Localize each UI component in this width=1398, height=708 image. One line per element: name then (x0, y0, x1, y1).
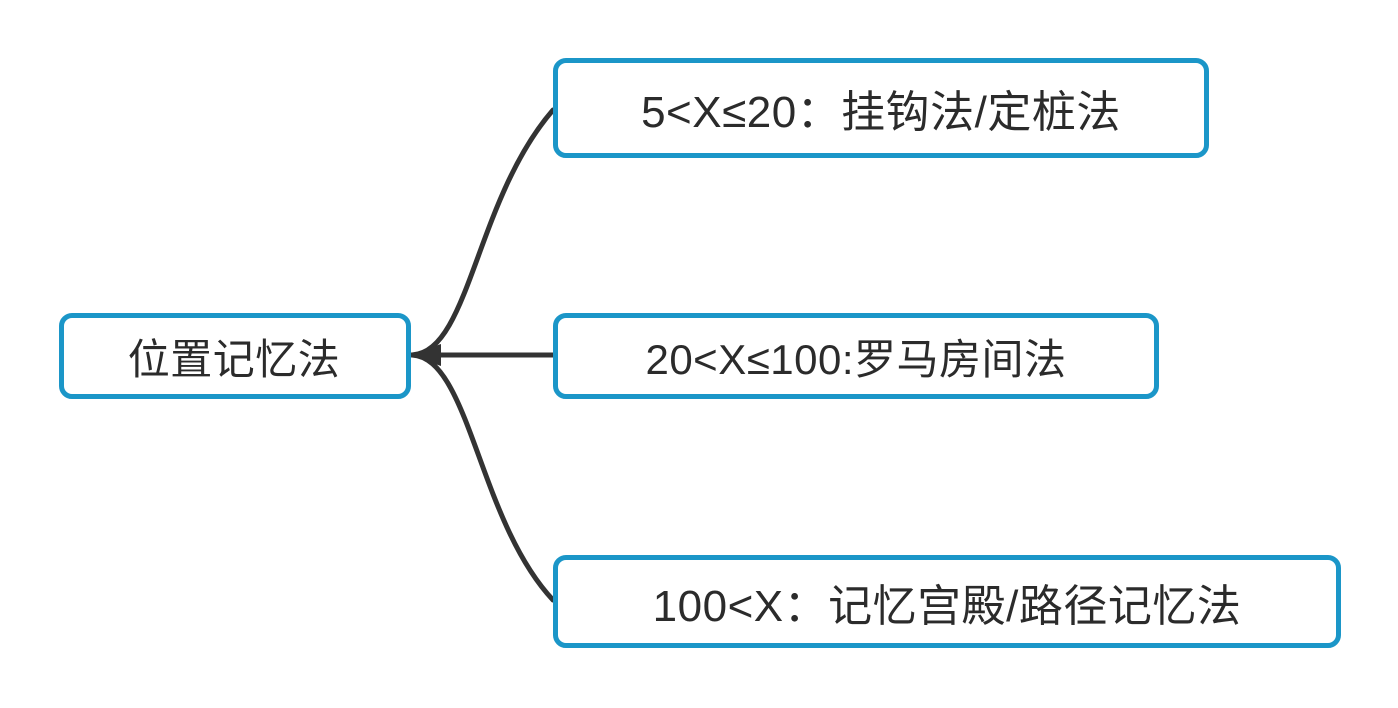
branch-node-2-label: 20<X≤100:罗马房间法 (645, 335, 1067, 383)
connector-curve-bottom (409, 352, 556, 603)
branch-node-3[interactable]: 100<X：记忆宫殿/路径记忆法 (553, 555, 1341, 648)
connector-curve-top (409, 107, 556, 358)
branch-node-3-label: 100<X：记忆宫殿/路径记忆法 (652, 581, 1242, 631)
branch-node-1-label: 5<X≤20：挂钩法/定桩法 (641, 88, 1121, 137)
branch-node-2[interactable]: 20<X≤100:罗马房间法 (553, 313, 1159, 399)
branch-node-1[interactable]: 5<X≤20：挂钩法/定桩法 (553, 58, 1209, 158)
junction-arrowhead-icon (409, 344, 441, 366)
root-node[interactable]: 位置记忆法 (59, 313, 411, 399)
root-node-label: 位置记忆法 (127, 335, 341, 383)
